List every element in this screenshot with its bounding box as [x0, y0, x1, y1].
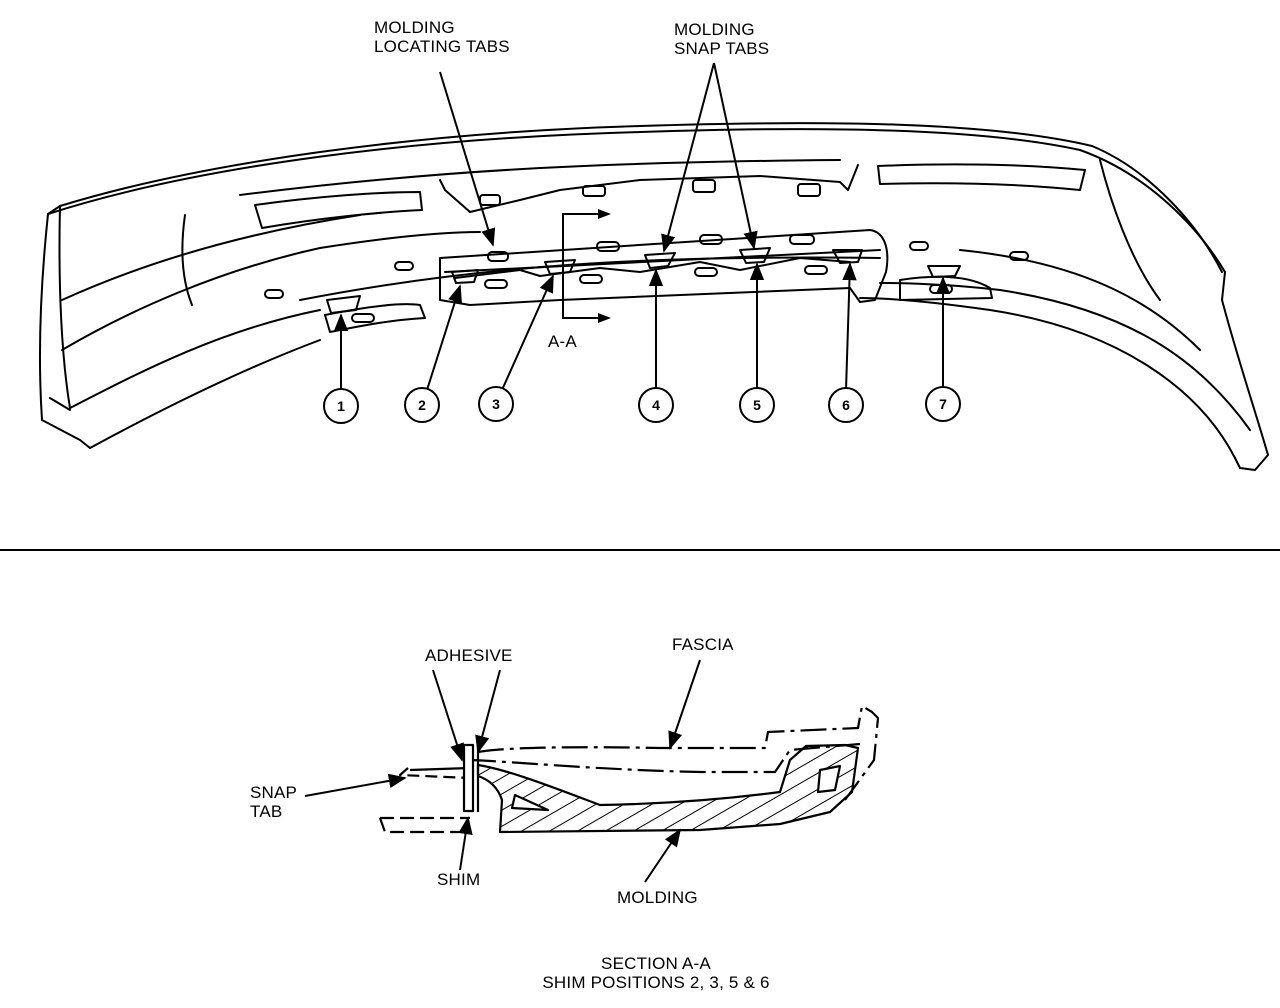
shim-label: SHIM	[437, 870, 481, 889]
callout-1: 1	[323, 388, 359, 424]
svg-text:2: 2	[418, 397, 426, 413]
locating-tabs-leader	[439, 71, 496, 247]
snap-tabs-leader-left	[661, 62, 715, 253]
molding-section	[476, 743, 860, 834]
callout-7: 7	[925, 386, 961, 422]
svg-text:1: 1	[337, 398, 345, 414]
left-vent	[254, 191, 423, 229]
section-caption: SECTION A-A SHIM POSITIONS 2, 3, 5 & 6	[542, 954, 770, 992]
molding-locating-tabs-label: MOLDING LOCATING TABS	[374, 18, 510, 56]
callout-2: 2	[404, 387, 440, 423]
right-vent	[877, 163, 1086, 191]
svg-text:3: 3	[492, 396, 500, 412]
molding-label: MOLDING	[617, 888, 698, 907]
svg-text:6: 6	[842, 397, 850, 413]
callout-3: 3	[478, 386, 514, 422]
adhesive-label: ADHESIVE	[425, 646, 513, 665]
snap-tab-label: SNAP TAB	[250, 783, 298, 821]
molding-recess	[439, 229, 889, 306]
bumper-fascia-illustration: 1 2 3 4 5 6 7	[0, 62, 1280, 551]
section-ref-label: A-A	[548, 332, 577, 351]
svg-text:7: 7	[939, 396, 947, 412]
molding-snap-tabs-label: MOLDING SNAP TABS	[674, 20, 770, 58]
svg-text:5: 5	[753, 397, 761, 413]
section-line-a-a	[562, 213, 608, 319]
fascia-top-edge	[47, 128, 1226, 273]
fascia-top-inner-edge	[59, 122, 1093, 207]
callout-4: 4	[638, 387, 674, 423]
fascia-section	[477, 704, 880, 801]
callout-5: 5	[739, 387, 775, 423]
callout-6: 6	[828, 387, 864, 423]
fascia-label: FASCIA	[672, 635, 734, 654]
snap-tabs-leader-right	[713, 62, 758, 250]
svg-text:4: 4	[652, 397, 660, 413]
shim	[462, 743, 475, 813]
